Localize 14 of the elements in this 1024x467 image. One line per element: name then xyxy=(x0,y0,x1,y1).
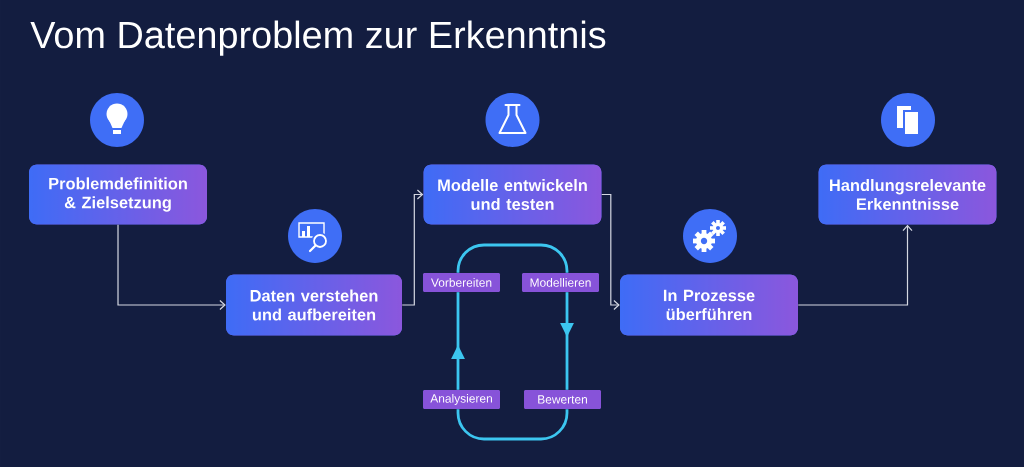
title: Vom Datenproblem zur Erkenntnis xyxy=(30,20,606,56)
arrow xyxy=(451,292,465,390)
process-box: In Prozesse überführen xyxy=(620,274,798,336)
process-box: Daten verstehen und aufbereiten xyxy=(226,274,402,336)
arrow xyxy=(117,224,226,311)
curved-line xyxy=(456,243,569,273)
process-box: Problemdefinition & Zielsetzung xyxy=(29,164,207,225)
process-box: Modelle entwickeln und testen xyxy=(423,164,602,225)
arrow xyxy=(560,292,574,390)
curved-line xyxy=(456,409,569,441)
process-box: Handlungsrelevante Erkenntnisse xyxy=(818,164,997,225)
arrow xyxy=(797,224,913,306)
arrow xyxy=(601,193,620,311)
arrow xyxy=(401,189,424,306)
